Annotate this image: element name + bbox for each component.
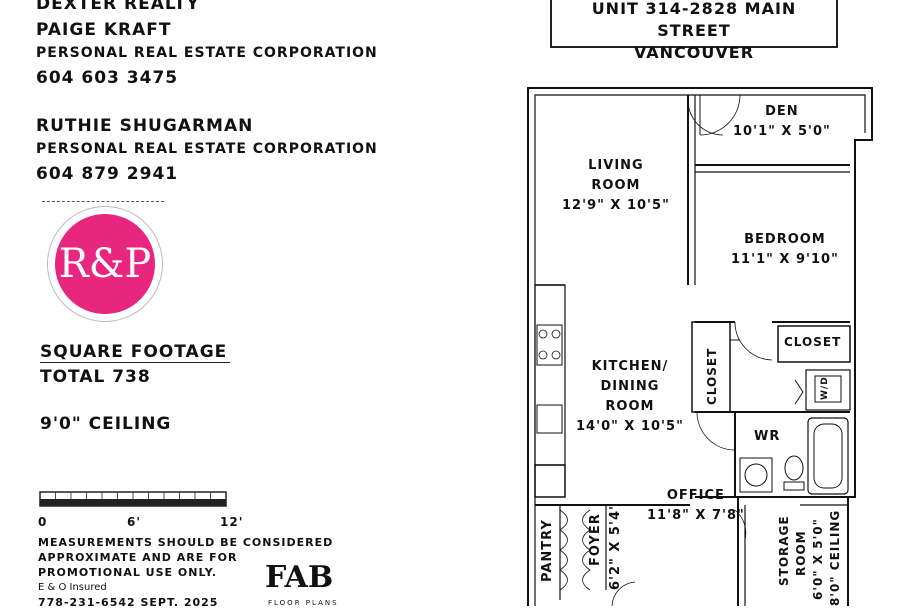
- agent1-phone[interactable]: 604 603 3475: [36, 68, 179, 88]
- closet-left-label: CLOSET: [705, 347, 719, 405]
- disclaimer-line-4: E & O Insured: [38, 582, 107, 593]
- storage-label: STORAGE: [777, 515, 791, 586]
- storage-room-label: ROOM: [794, 530, 808, 576]
- bedroom-label: BEDROOM 11'1" X 9'10": [731, 232, 839, 267]
- disclaimer-line-1: MEASUREMENTS SHOULD BE CONSIDERED: [38, 536, 334, 549]
- company-name: DEXTER REALTY: [36, 0, 200, 14]
- scale-tick-6: 6': [127, 515, 142, 529]
- foyer-size-label: 6'2" X 5'4": [608, 502, 623, 590]
- unit-address-box: UNIT 314-2828 MAIN STREET VANCOUVER: [550, 0, 838, 62]
- square-footage-label: SQUARE FOOTAGE: [40, 342, 230, 363]
- unit-address-line-1: UNIT 314-2828 MAIN STREET: [591, 0, 797, 40]
- fab-logo: FAB: [265, 560, 334, 595]
- living-room-label: LIVING ROOM 12'9" X 10'5": [562, 158, 670, 213]
- logo-circle: R&P: [55, 214, 155, 314]
- scale-bar: [39, 491, 227, 507]
- scale-tick-12: 12': [220, 515, 244, 529]
- agent1-title: PERSONAL REAL ESTATE CORPORATION: [36, 45, 378, 61]
- square-footage-total: TOTAL 738: [40, 367, 151, 387]
- agent2-name: RUTHIE SHUGARMAN: [36, 116, 254, 136]
- agent1-name: PAIGE KRAFT: [36, 20, 172, 40]
- ceiling-height: 9'0" CEILING: [40, 414, 172, 434]
- divider: [42, 201, 164, 202]
- foyer-label: FOYER: [588, 513, 603, 566]
- agent2-title: PERSONAL REAL ESTATE CORPORATION: [36, 141, 378, 157]
- storage-ceiling-label: 8'0" CEILING: [828, 509, 842, 606]
- fab-logo-subtitle: FLOOR PLANS: [268, 599, 339, 607]
- disclaimer-line-3: PROMOTIONAL USE ONLY.: [38, 566, 218, 579]
- agent2-phone[interactable]: 604 879 2941: [36, 164, 179, 184]
- closet-right-label: CLOSET: [784, 335, 842, 349]
- logo-text: R&P: [58, 241, 152, 287]
- den-label: DEN 10'1" X 5'0": [733, 104, 831, 139]
- brand-logo: R&P: [47, 206, 163, 322]
- storage-size-label: 6'0" X 5'0": [811, 518, 825, 600]
- scale-tick-0: 0: [38, 515, 48, 529]
- washroom-label: WR: [754, 429, 781, 444]
- unit-address-line-2: VANCOUVER: [633, 43, 755, 62]
- disclaimer-line-2: APPROXIMATE AND ARE FOR: [38, 551, 238, 564]
- pantry-label: PANTRY: [540, 519, 555, 582]
- kitchen-dining-label: KITCHEN/ DINING ROOM 14'0" X 10'5": [576, 359, 684, 434]
- office-label: OFFICE 11'8" X 7'8": [647, 488, 745, 523]
- washer-dryer-label: W/D: [820, 376, 830, 400]
